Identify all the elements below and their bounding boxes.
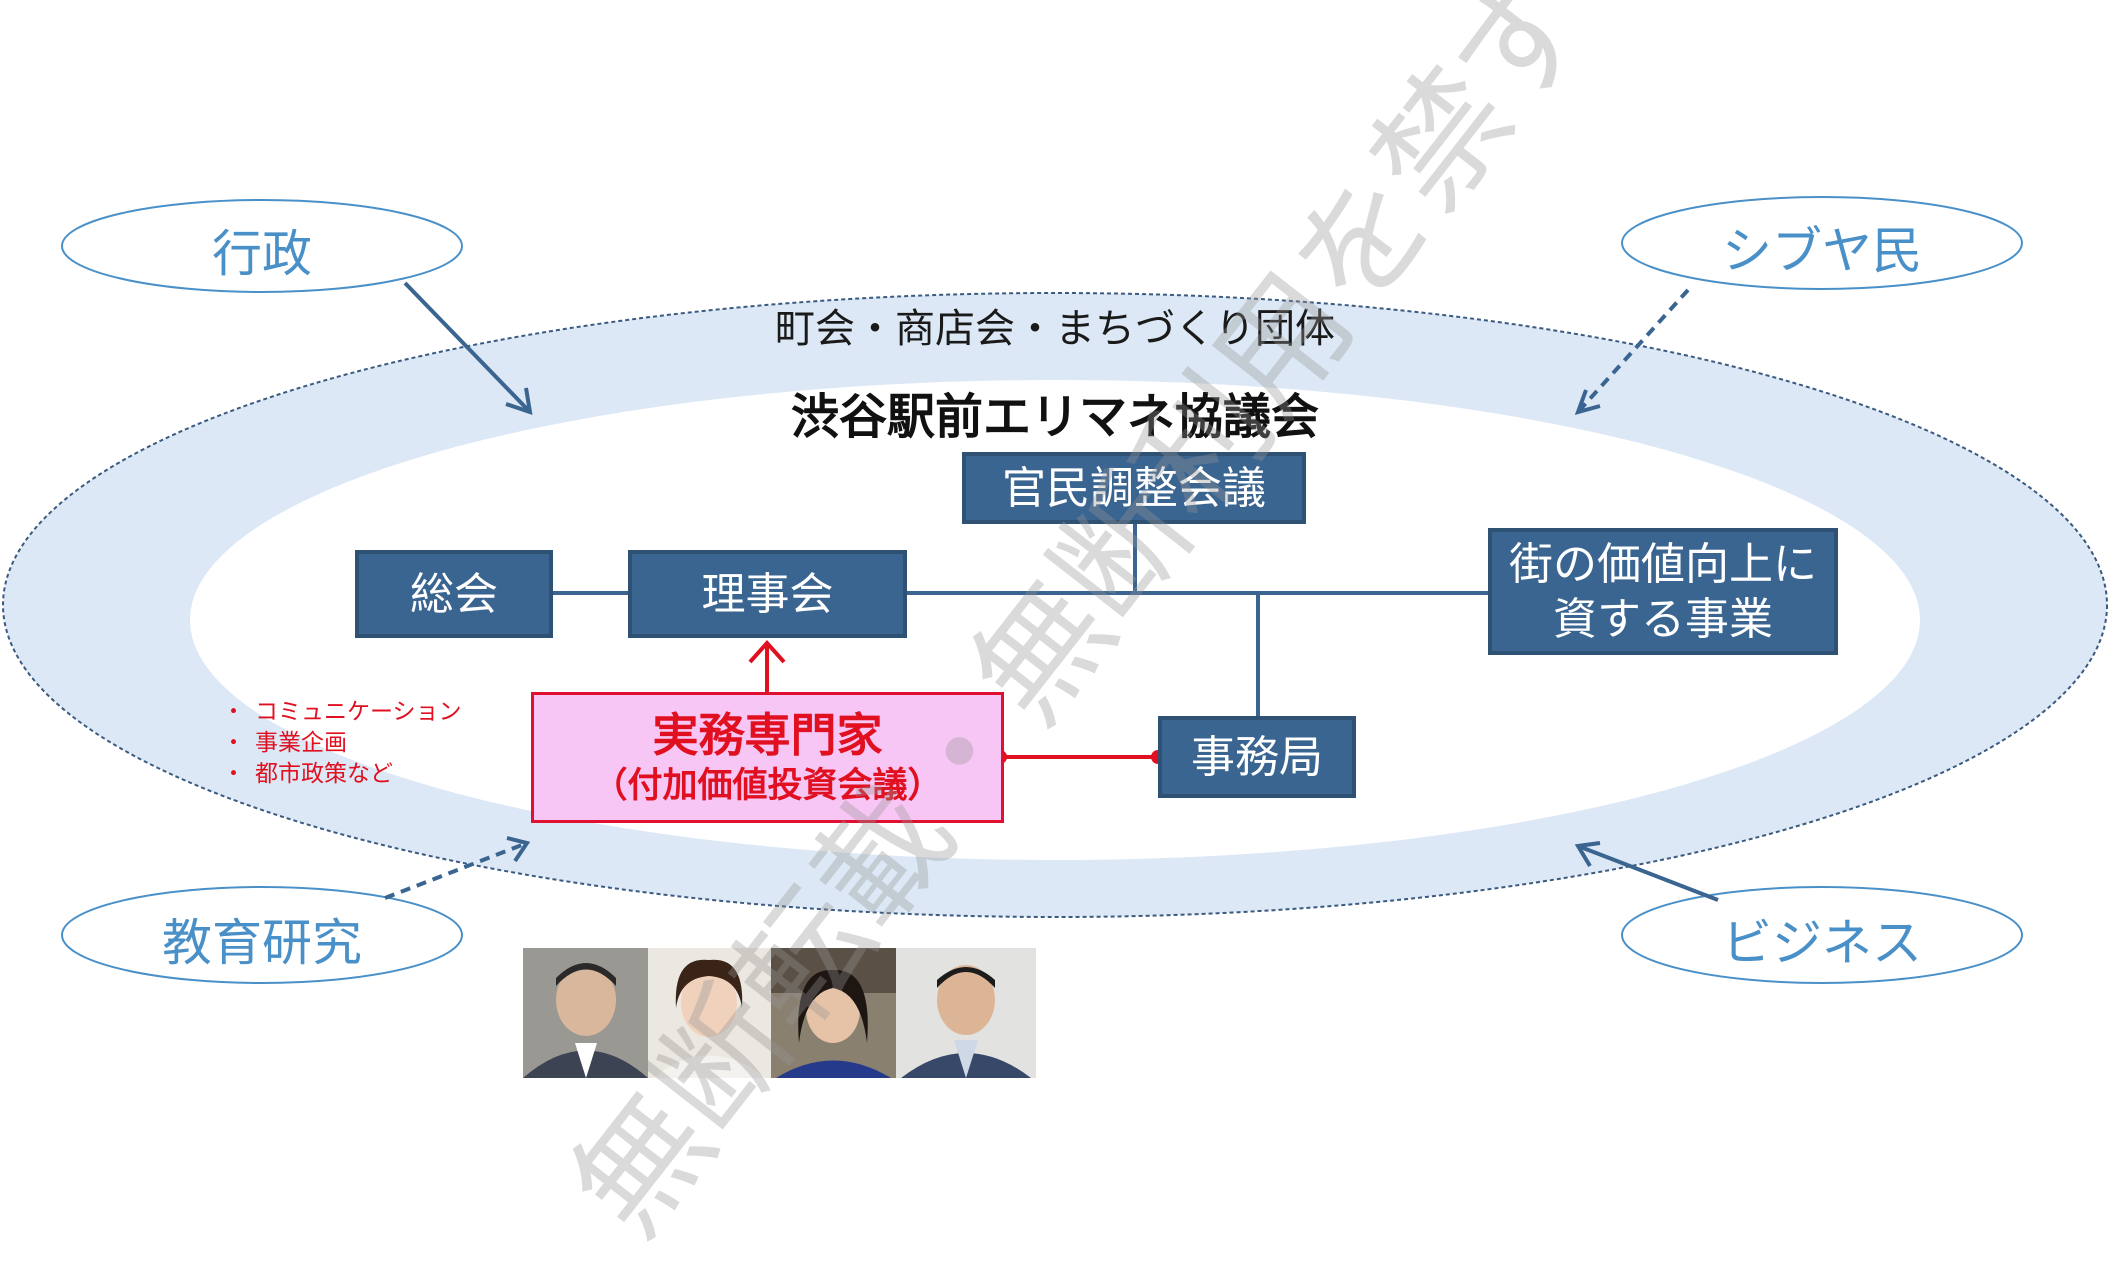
label-kyoiku: 教育研究 [162,914,362,972]
experts-subtitle: （付加価値投資会議） [592,765,943,806]
box-rijikai: 理事会 [628,550,907,638]
expert-photo-3 [771,948,896,1078]
value-project-line2: 資する事業 [1553,593,1773,645]
experts-title: 実務専門家 [652,707,883,762]
box-value-project: 街の価値向上に 資する事業 [1488,528,1838,655]
arrow-business [1577,844,1719,902]
arrow-shibuyamin [1576,288,1690,414]
expert-photo-1 [523,948,648,1078]
box-experts: 実務専門家 （付加価値投資会議） [531,692,1004,823]
list-item: 事業企画 [222,728,462,759]
list-item: コミュニケーション [222,697,462,728]
value-project-line1: 街の価値向上に [1509,538,1817,590]
expert-photo-2 [648,948,771,1078]
list-item: 都市政策など [222,759,462,790]
arrow-kyoiku [384,841,528,900]
expert-photo-4 [896,948,1036,1078]
oval-shibuyamin [1621,196,2023,290]
oval-kyoiku [61,886,463,984]
box-kanmin: 官民調整会議 [962,452,1306,524]
oval-gyosei [61,199,463,293]
council-title: 渋谷駅前エリマネ協議会 [790,389,1319,445]
expert-roles-list: コミュニケーション 事業企画 都市政策など [222,697,462,790]
oval-business [1621,886,2023,984]
label-shibuyamin: シブヤ民 [1722,222,1922,280]
box-jimukyoku: 事務局 [1158,716,1356,798]
arrow-gyosei [403,281,532,414]
outer-ring-label: 町会・商店会・まちづくり団体 [775,306,1335,352]
label-gyosei: 行政 [212,225,312,283]
label-business: ビジネス [1722,914,1922,972]
box-sokai: 総会 [355,550,553,638]
